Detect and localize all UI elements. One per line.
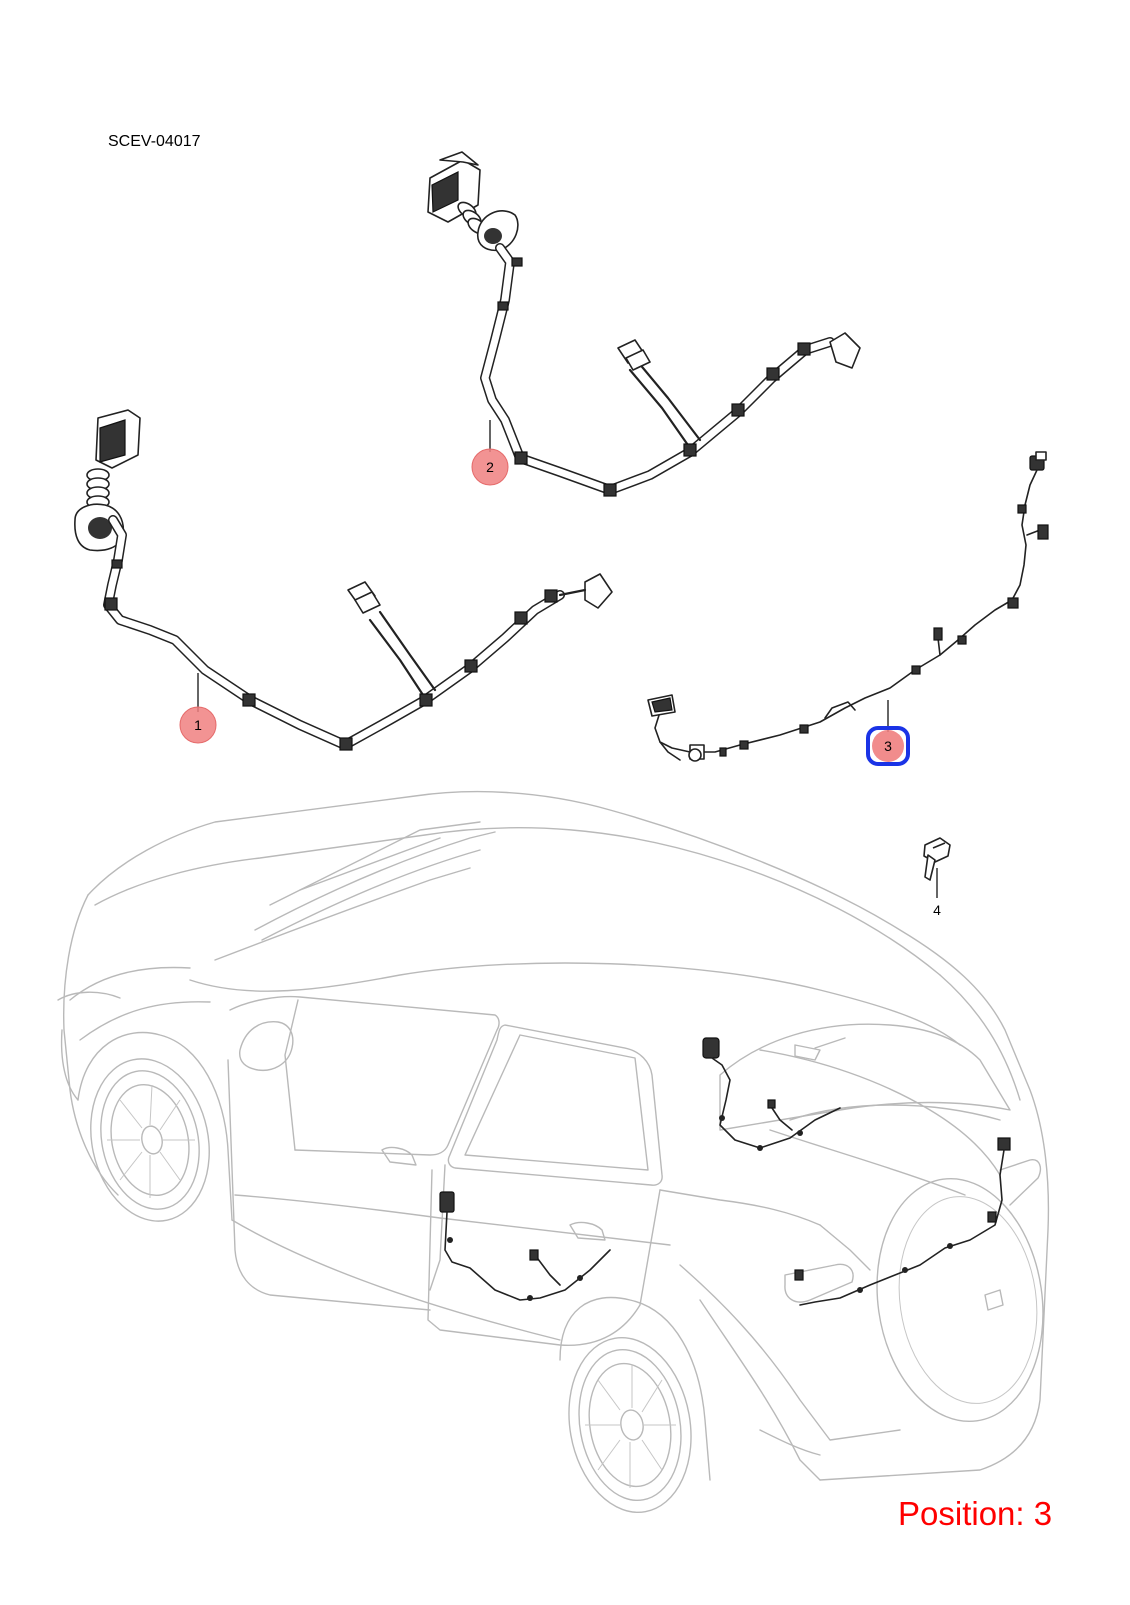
callout-3-marker[interactable] [872,730,904,762]
vehicle-harness-front-door [439,1191,611,1301]
vehicle-illustration [57,790,1050,1513]
callout-3-number: 3 [884,738,892,754]
callout-1-marker[interactable] [179,706,217,744]
callout-2[interactable]: 2 [471,448,509,486]
leader-lines [197,420,938,898]
callout-3-selection-box[interactable] [866,726,910,766]
vehicle-harness-tailgate [794,1137,1011,1306]
vehicle-harness-rear-door [702,1037,841,1151]
harness-part-1 [74,409,613,751]
callout-1-number: 1 [194,717,202,733]
harness-part-3 [647,451,1049,762]
bolt-part-4 [923,837,951,881]
harness-part-2 [427,151,861,497]
diagram-id-label: SCEV-04017 [108,133,201,150]
callout-1[interactable]: 1 [179,706,217,744]
callout-4[interactable]: 4 [933,902,941,918]
callout-2-number: 2 [486,459,494,475]
callout-2-marker[interactable] [471,448,509,486]
callout-4-number[interactable]: 4 [933,902,941,918]
callout-3[interactable]: 3 [866,726,910,766]
position-label: Position: 3 [898,1495,1053,1532]
